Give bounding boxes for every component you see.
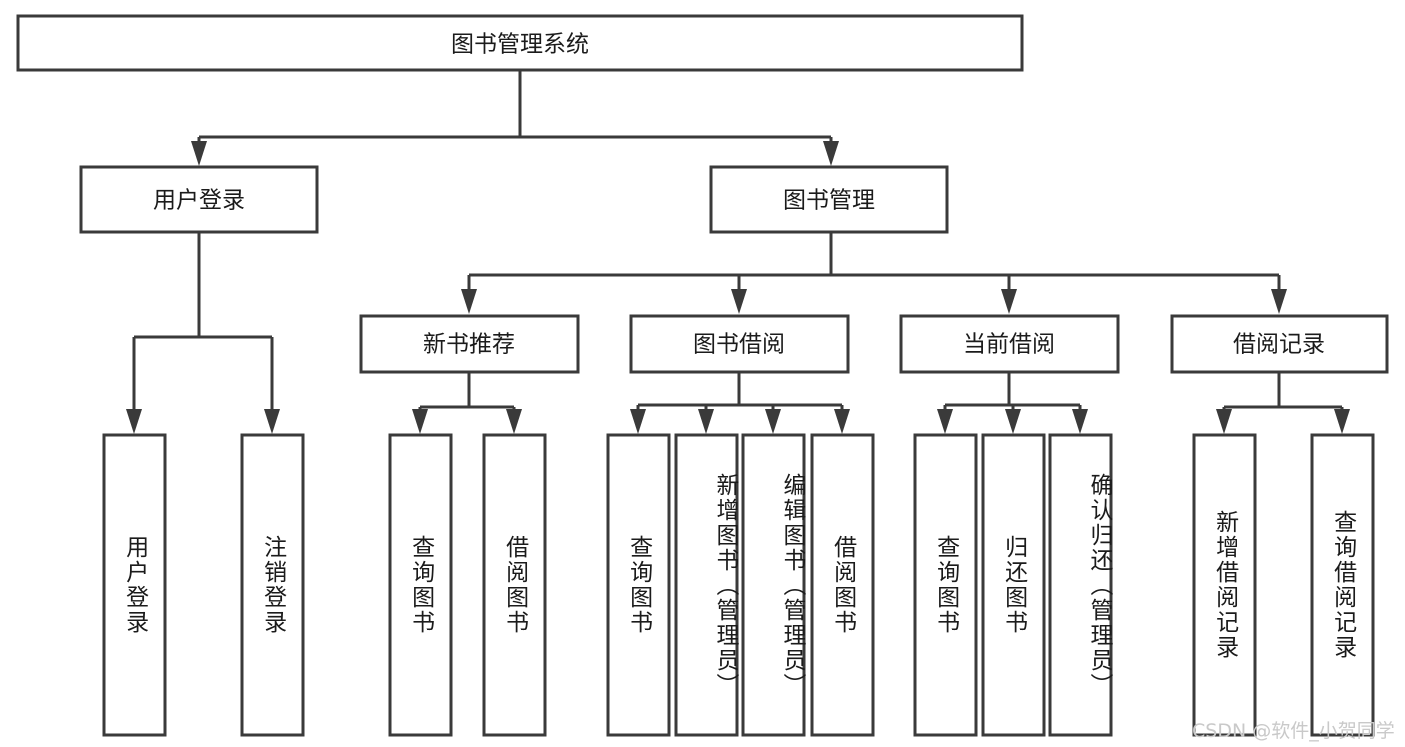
arrow-head-cb-leaf3 <box>1072 409 1088 434</box>
node-borrow-record[interactable]: 借阅记录 <box>1170 314 1389 374</box>
edge-group-borrow-record-to-leaves <box>1216 372 1350 434</box>
leaf-box-user-login[interactable] <box>102 433 167 737</box>
edge-group-root-to-level2 <box>191 70 839 166</box>
node-box-book-management[interactable] <box>709 165 949 234</box>
leaf-box-cb-confirm-return[interactable] <box>1048 433 1113 737</box>
leaf-box-bb-borrow-book[interactable] <box>810 433 875 737</box>
leaf-box-bb-query-book[interactable] <box>606 433 671 737</box>
node-box-root[interactable] <box>16 14 1024 72</box>
arrow-head-book-manage <box>823 141 839 166</box>
leaf-box-bb-edit-book[interactable] <box>741 433 806 737</box>
node-box-borrow-record[interactable] <box>1170 314 1389 374</box>
node-box-user-login[interactable] <box>79 165 319 234</box>
arrow-head-new-book-recommend <box>461 289 477 314</box>
arrow-head-br-leaf2 <box>1334 409 1350 434</box>
node-label-new-book-recommend: 新书推荐 <box>423 332 515 358</box>
arrow-head-leaf-logout <box>264 409 280 434</box>
leaf-group-borrow-record <box>1192 433 1375 737</box>
csdn-watermark: CSDN @软件_小贺同学 <box>1192 720 1395 742</box>
arrow-head-leaf-user-login <box>126 409 142 434</box>
leaf-box-br-query-record[interactable] <box>1310 433 1375 737</box>
arrow-head-current-borrow <box>1001 289 1017 314</box>
node-current-borrow[interactable]: 当前借阅 <box>899 314 1120 374</box>
arrow-head-nb-leaf2 <box>506 409 522 434</box>
node-box-current-borrow[interactable] <box>899 314 1120 374</box>
node-label-book-borrow: 图书借阅 <box>693 332 785 358</box>
arrow-head-book-borrow <box>731 289 747 314</box>
arrow-head-user-login <box>191 141 207 166</box>
node-box-new-book-recommend[interactable] <box>359 314 580 374</box>
arrow-head-borrow-record <box>1271 289 1287 314</box>
node-book-borrow[interactable]: 图书借阅 <box>629 314 850 374</box>
edge-group-book-manage-to-level3 <box>461 232 1287 314</box>
leaf-box-nb-query-book[interactable] <box>388 433 453 737</box>
node-box-book-borrow[interactable] <box>629 314 850 374</box>
node-root-book-management-system[interactable]: 图书管理系统 <box>16 14 1024 72</box>
leaf-box-bb-add-book[interactable] <box>674 433 739 737</box>
arrow-head-cb-leaf2 <box>1005 409 1021 434</box>
edge-group-new-book-to-leaves <box>412 372 522 434</box>
edge-group-book-borrow-to-leaves <box>630 372 850 434</box>
leaf-box-cb-return-book[interactable] <box>981 433 1046 737</box>
node-label-root: 图书管理系统 <box>451 32 589 58</box>
leaf-group-book-borrow <box>606 433 875 737</box>
node-user-login[interactable]: 用户登录 <box>79 165 319 234</box>
arrow-head-bb-leaf2 <box>698 409 714 434</box>
edge-group-user-login-to-leaves <box>126 232 280 434</box>
leaf-group-new-book-recommend <box>388 433 547 737</box>
leaf-box-cb-query-book[interactable] <box>913 433 978 737</box>
edge-group-current-borrow-to-leaves <box>937 372 1088 434</box>
leaf-box-logout[interactable] <box>240 433 305 737</box>
leaf-group-current-borrow <box>913 433 1113 737</box>
arrow-head-bb-leaf4 <box>834 409 850 434</box>
leaf-box-br-add-record[interactable] <box>1192 433 1257 737</box>
leaf-box-nb-borrow-book[interactable] <box>482 433 547 737</box>
node-label-current-borrow: 当前借阅 <box>963 332 1055 358</box>
node-label-book-management: 图书管理 <box>783 188 875 214</box>
node-new-book-recommend[interactable]: 新书推荐 <box>359 314 580 374</box>
arrow-head-br-leaf1 <box>1216 409 1232 434</box>
arrow-head-bb-leaf1 <box>630 409 646 434</box>
arrow-head-bb-leaf3 <box>765 409 781 434</box>
node-book-management[interactable]: 图书管理 <box>709 165 949 234</box>
arrow-head-nb-leaf1 <box>412 409 428 434</box>
arrow-head-cb-leaf1 <box>937 409 953 434</box>
node-label-borrow-record: 借阅记录 <box>1233 332 1325 358</box>
node-label-user-login: 用户登录 <box>153 188 245 214</box>
leaf-group-user-login <box>102 433 305 737</box>
